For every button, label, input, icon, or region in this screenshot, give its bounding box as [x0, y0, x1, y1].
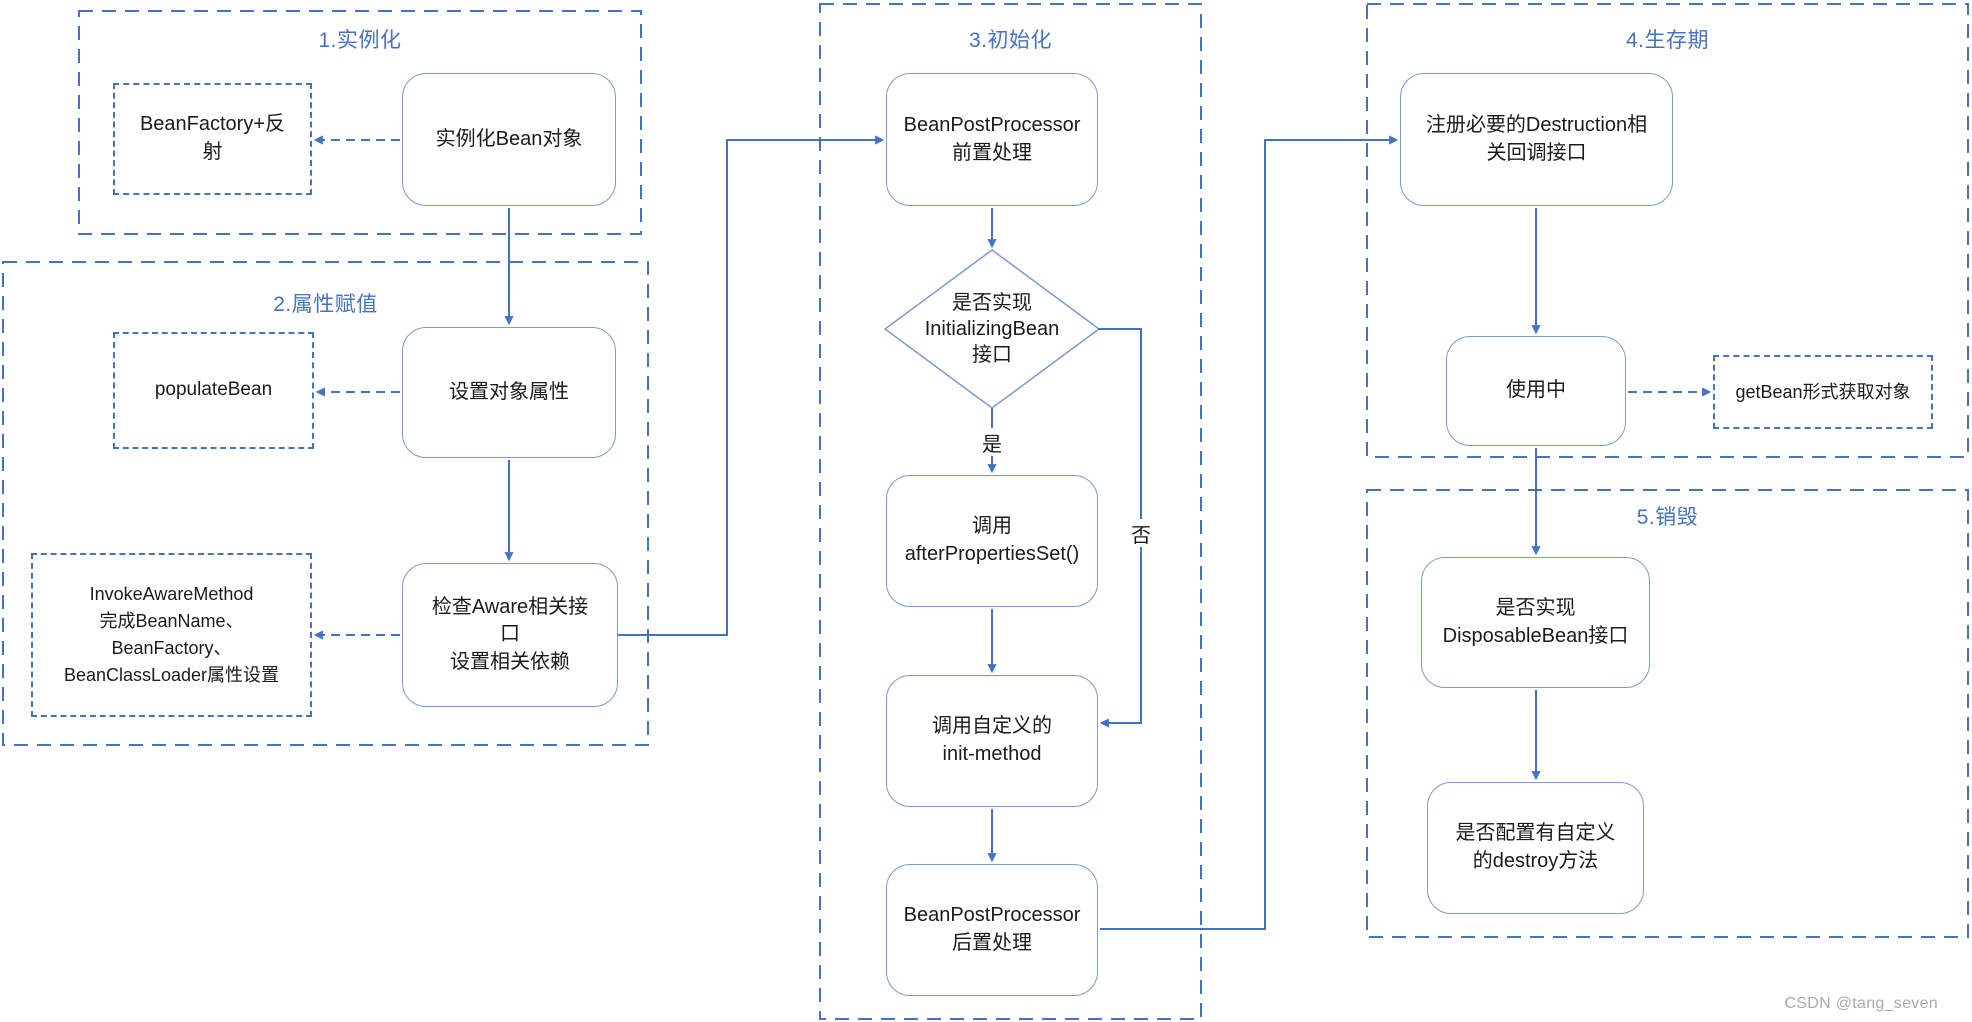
node-beanpostprocessor-pre: BeanPostProcessor 前置处理	[886, 73, 1098, 206]
node-populate-bean: populateBean	[113, 332, 314, 449]
watermark-text: CSDN @tang_seven	[1784, 995, 1938, 1012]
node-in-use: 使用中	[1446, 336, 1626, 446]
edge-label-yes: 是	[978, 428, 1006, 456]
node-invoke-aware-method: InvokeAwareMethod 完成BeanName、 BeanFactor…	[31, 553, 312, 717]
edge-postpostprocessor-to-register	[1100, 135, 1399, 930]
node-set-properties: 设置对象属性	[402, 327, 616, 458]
section-frame-instantiation	[78, 10, 642, 235]
node-beanfactory-reflection: BeanFactory+反射	[113, 83, 312, 195]
node-getbean-access: getBean形式获取对象	[1713, 355, 1933, 429]
node-custom-destroy-check: 是否配置有自定义 的destroy方法	[1427, 782, 1644, 914]
edge-label-no: 否	[1127, 519, 1155, 547]
node-initializingbean-decision: 是否实现 InitializingBean 接口	[924, 292, 1060, 366]
node-instantiate-bean: 实例化Bean对象	[402, 73, 616, 206]
section-title-initialization: 3.初始化	[968, 29, 1052, 52]
section-title-destruction: 5.销毁	[1636, 506, 1699, 529]
edge-checkaware-to-prepostprocessor	[618, 135, 885, 636]
section-frame-initialization	[819, 3, 1202, 1020]
section-frame-lifetime	[1366, 3, 1969, 458]
section-title-property-assignment: 2.属性赋值	[273, 293, 378, 316]
section-title-instantiation: 1.实例化	[318, 29, 402, 52]
node-check-aware: 检查Aware相关接口 设置相关依赖	[402, 563, 618, 707]
node-disposablebean-check: 是否实现 DisposableBean接口	[1421, 557, 1650, 688]
section-frame-property-assignment	[2, 261, 649, 746]
node-init-method: 调用自定义的 init-method	[886, 675, 1098, 807]
node-afterpropertiesset: 调用 afterPropertiesSet()	[886, 475, 1098, 607]
node-beanpostprocessor-post: BeanPostProcessor 后置处理	[886, 864, 1098, 996]
node-register-destruction-callbacks: 注册必要的Destruction相关回调接口	[1400, 73, 1673, 206]
section-title-lifetime: 4.生存期	[1625, 29, 1709, 52]
section-frame-destruction	[1366, 489, 1969, 938]
